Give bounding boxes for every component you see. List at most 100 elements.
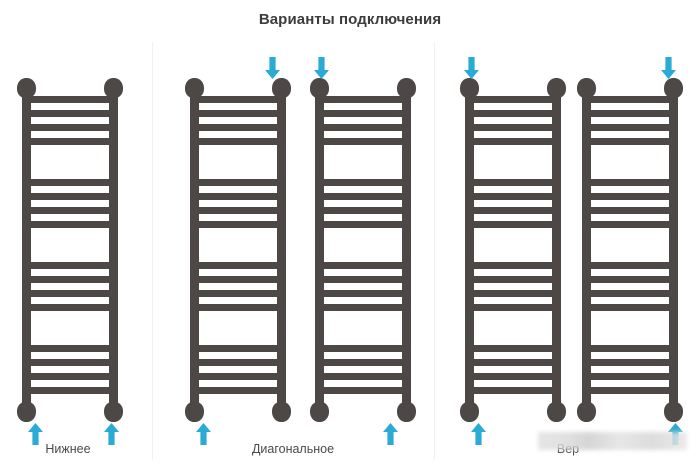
radiator-rung: [466, 262, 560, 269]
radiator-rung: [583, 359, 677, 366]
radiator-port-br: [397, 402, 416, 422]
radiator-rung: [583, 179, 677, 186]
radiator-rung: [23, 290, 117, 297]
radiator-rung: [316, 276, 410, 283]
radiator-rung: [316, 262, 410, 269]
radiator: [17, 78, 123, 422]
radiator-rail-left: [190, 78, 199, 422]
radiator-rung: [466, 138, 560, 145]
radiator-rung: [316, 387, 410, 394]
radiator-rung: [191, 304, 285, 311]
group-label-diagonal-connection: Диагональное: [251, 442, 335, 456]
radiator-rail-left: [582, 78, 591, 422]
radiator-rung: [23, 193, 117, 200]
radiator-rail-left: [315, 78, 324, 422]
radiator-rung: [316, 290, 410, 297]
connection-arrow-down: [265, 57, 280, 79]
connection-arrow-down: [314, 57, 329, 79]
radiator-rung: [23, 207, 117, 214]
radiator-rail-right: [402, 78, 411, 422]
radiator-rung: [23, 276, 117, 283]
radiator-rung: [583, 221, 677, 228]
radiator-port-br: [104, 402, 123, 422]
radiator-rung: [191, 359, 285, 366]
radiator-port-tr: [664, 78, 683, 98]
radiator-rung: [466, 179, 560, 186]
radiator-rung: [316, 179, 410, 186]
radiator-port-bl: [460, 402, 479, 422]
radiator-rung: [191, 345, 285, 352]
radiator-rung: [583, 193, 677, 200]
radiator-rung: [191, 262, 285, 269]
radiator-rung: [23, 387, 117, 394]
radiator-rung: [191, 221, 285, 228]
radiator-rung: [466, 359, 560, 366]
radiator-rung: [191, 110, 285, 117]
radiator-rung: [466, 373, 560, 380]
radiator-rung: [583, 124, 677, 131]
radiator-rung: [191, 290, 285, 297]
radiator-rung: [466, 387, 560, 394]
radiator-rung: [466, 290, 560, 297]
radiator-port-tl: [185, 78, 204, 98]
radiator-rung: [583, 262, 677, 269]
radiator-rung: [23, 138, 117, 145]
connection-arrow-up: [104, 423, 119, 445]
radiator-port-tr: [104, 78, 123, 98]
radiator-rung: [316, 138, 410, 145]
radiator: [460, 78, 566, 422]
radiator-rung: [191, 138, 285, 145]
radiator-port-tl: [460, 78, 479, 98]
radiator-rail-right: [669, 78, 678, 422]
radiator-rung: [583, 304, 677, 311]
radiator-rail-right: [109, 78, 118, 422]
radiator-rung: [316, 359, 410, 366]
radiator-rung: [23, 359, 117, 366]
radiator-rung: [191, 276, 285, 283]
radiator-rung: [583, 96, 677, 103]
radiator-rung: [316, 207, 410, 214]
radiator-rung: [583, 110, 677, 117]
radiator-rung: [316, 110, 410, 117]
group-label-bottom-connection: Нижнее: [45, 442, 91, 456]
radiator-rung: [23, 373, 117, 380]
radiator-rail-right: [552, 78, 561, 422]
radiator-rung: [466, 124, 560, 131]
radiator-port-tl: [577, 78, 596, 98]
radiator-rail-left: [22, 78, 31, 422]
radiator-rung: [316, 96, 410, 103]
radiator-rung: [316, 221, 410, 228]
radiator-rung: [583, 345, 677, 352]
radiator-rung: [191, 373, 285, 380]
radiator-port-tl: [310, 78, 329, 98]
radiator-rung: [191, 124, 285, 131]
radiator-rung: [316, 193, 410, 200]
radiator-port-br: [547, 402, 566, 422]
radiator-rung: [583, 276, 677, 283]
radiator: [577, 78, 683, 422]
radiator-rung: [466, 96, 560, 103]
radiator-rung: [316, 304, 410, 311]
radiator-rung: [316, 373, 410, 380]
radiator-port-bl: [577, 402, 596, 422]
radiator-rung: [191, 207, 285, 214]
radiator-rung: [316, 345, 410, 352]
radiator: [185, 78, 291, 422]
radiator-port-tr: [397, 78, 416, 98]
radiator-port-bl: [17, 402, 36, 422]
radiator-rung: [583, 290, 677, 297]
section-divider: [434, 42, 435, 460]
radiator-rung: [23, 124, 117, 131]
radiator: [310, 78, 416, 422]
radiator-rung: [23, 262, 117, 269]
radiator-rung: [466, 304, 560, 311]
page-title: Варианты подключения: [258, 11, 442, 28]
radiator-rung: [23, 304, 117, 311]
radiator-rail-left: [465, 78, 474, 422]
radiator-rung: [583, 387, 677, 394]
radiator-rung: [23, 345, 117, 352]
connection-arrow-down: [464, 57, 479, 79]
radiator-rung: [191, 193, 285, 200]
radiator-rung: [191, 96, 285, 103]
